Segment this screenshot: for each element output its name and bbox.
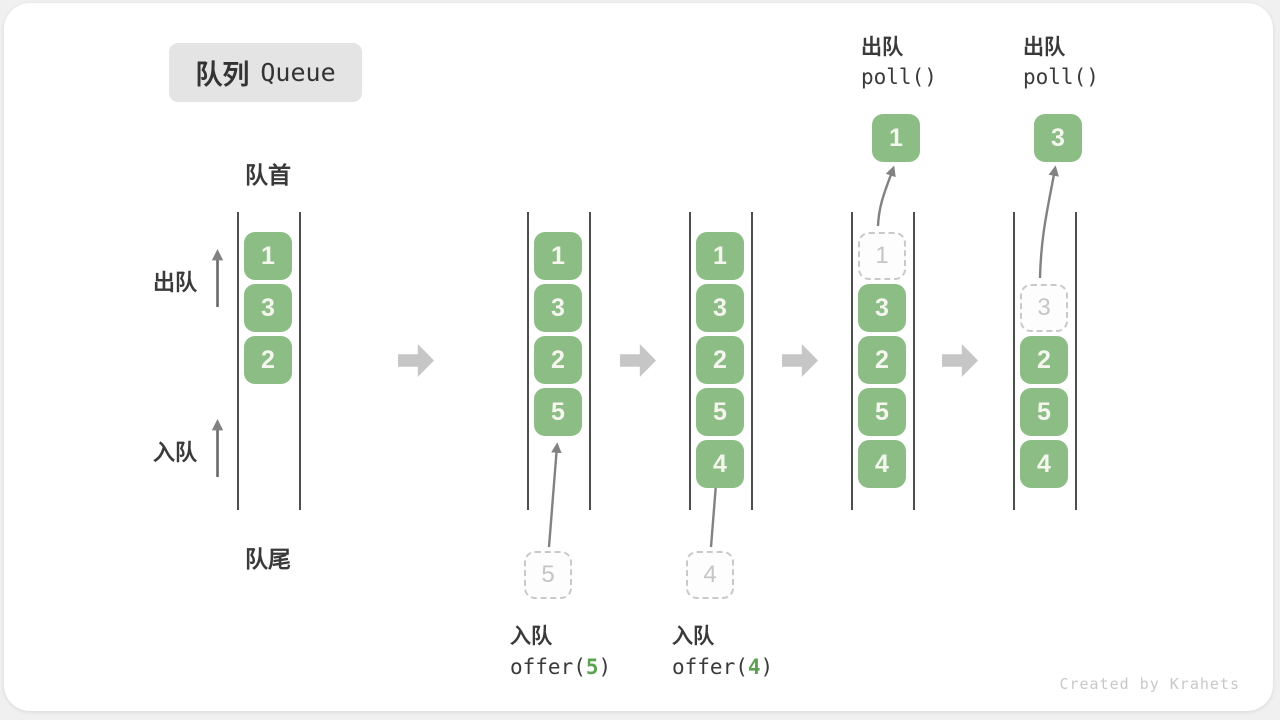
incoming-value-box: 5 — [524, 551, 572, 599]
queue-wall-right — [751, 212, 753, 510]
dequeue-op-code: poll() — [861, 65, 937, 89]
queue-wall-left — [689, 212, 691, 510]
incoming-value-box: 4 — [686, 551, 734, 599]
queue-cell: 4 — [1020, 440, 1068, 488]
queue-cell: 2 — [244, 336, 292, 384]
queue-cell: 3 — [244, 284, 292, 332]
dequeue-op-label: 出队 — [861, 36, 903, 59]
queue-wall-left — [1013, 212, 1015, 510]
queue-cell: 3 — [696, 284, 744, 332]
dequeue-op-code: poll() — [1023, 65, 1099, 89]
queue-cell: 2 — [858, 336, 906, 384]
queue-wall-right — [299, 212, 301, 510]
queue-wall-right — [1075, 212, 1077, 510]
queue-cell: 2 — [696, 336, 744, 384]
queue-rear-label: 队尾 — [245, 546, 291, 572]
enqueue-op-code: offer(4) — [672, 655, 774, 679]
queue-cell: 5 — [1020, 388, 1068, 436]
queue-cell: 5 — [858, 388, 906, 436]
queue-wall-right — [913, 212, 915, 510]
queue-front-label: 队首 — [245, 162, 291, 188]
queue-cell: 1 — [696, 232, 744, 280]
queue-cell: 4 — [858, 440, 906, 488]
watermark: Created by Krahets — [1059, 675, 1240, 693]
queue-cell: 4 — [696, 440, 744, 488]
queue-cell: 2 — [534, 336, 582, 384]
queue-cell: 3 — [858, 284, 906, 332]
queue-wall-right — [589, 212, 591, 510]
enqueue-op-label: 入队 — [510, 625, 552, 648]
queue-cell: 1 — [534, 232, 582, 280]
enqueue-label: 入队 — [153, 440, 198, 465]
queue-cell-removed: 3 — [1020, 284, 1068, 332]
title-en: Queue — [260, 58, 336, 87]
dequeue-label: 出队 — [153, 270, 198, 295]
enqueue-op-code: offer(5) — [510, 655, 612, 679]
queue-cell: 2 — [1020, 336, 1068, 384]
queue-cell-removed: 1 — [858, 232, 906, 280]
queue-wall-left — [237, 212, 239, 510]
dequeue-op-label: 出队 — [1023, 36, 1065, 59]
title-badge: 队列 Queue — [169, 43, 362, 102]
queue-cell: 1 — [244, 232, 292, 280]
enqueue-op-label: 入队 — [672, 625, 714, 648]
popped-value-box: 3 — [1034, 114, 1082, 162]
queue-cell: 5 — [534, 388, 582, 436]
queue-cell: 5 — [696, 388, 744, 436]
popped-value-box: 1 — [872, 114, 920, 162]
queue-cell: 3 — [534, 284, 582, 332]
queue-wall-left — [851, 212, 853, 510]
queue-wall-left — [527, 212, 529, 510]
title-zh: 队列 — [195, 60, 250, 90]
